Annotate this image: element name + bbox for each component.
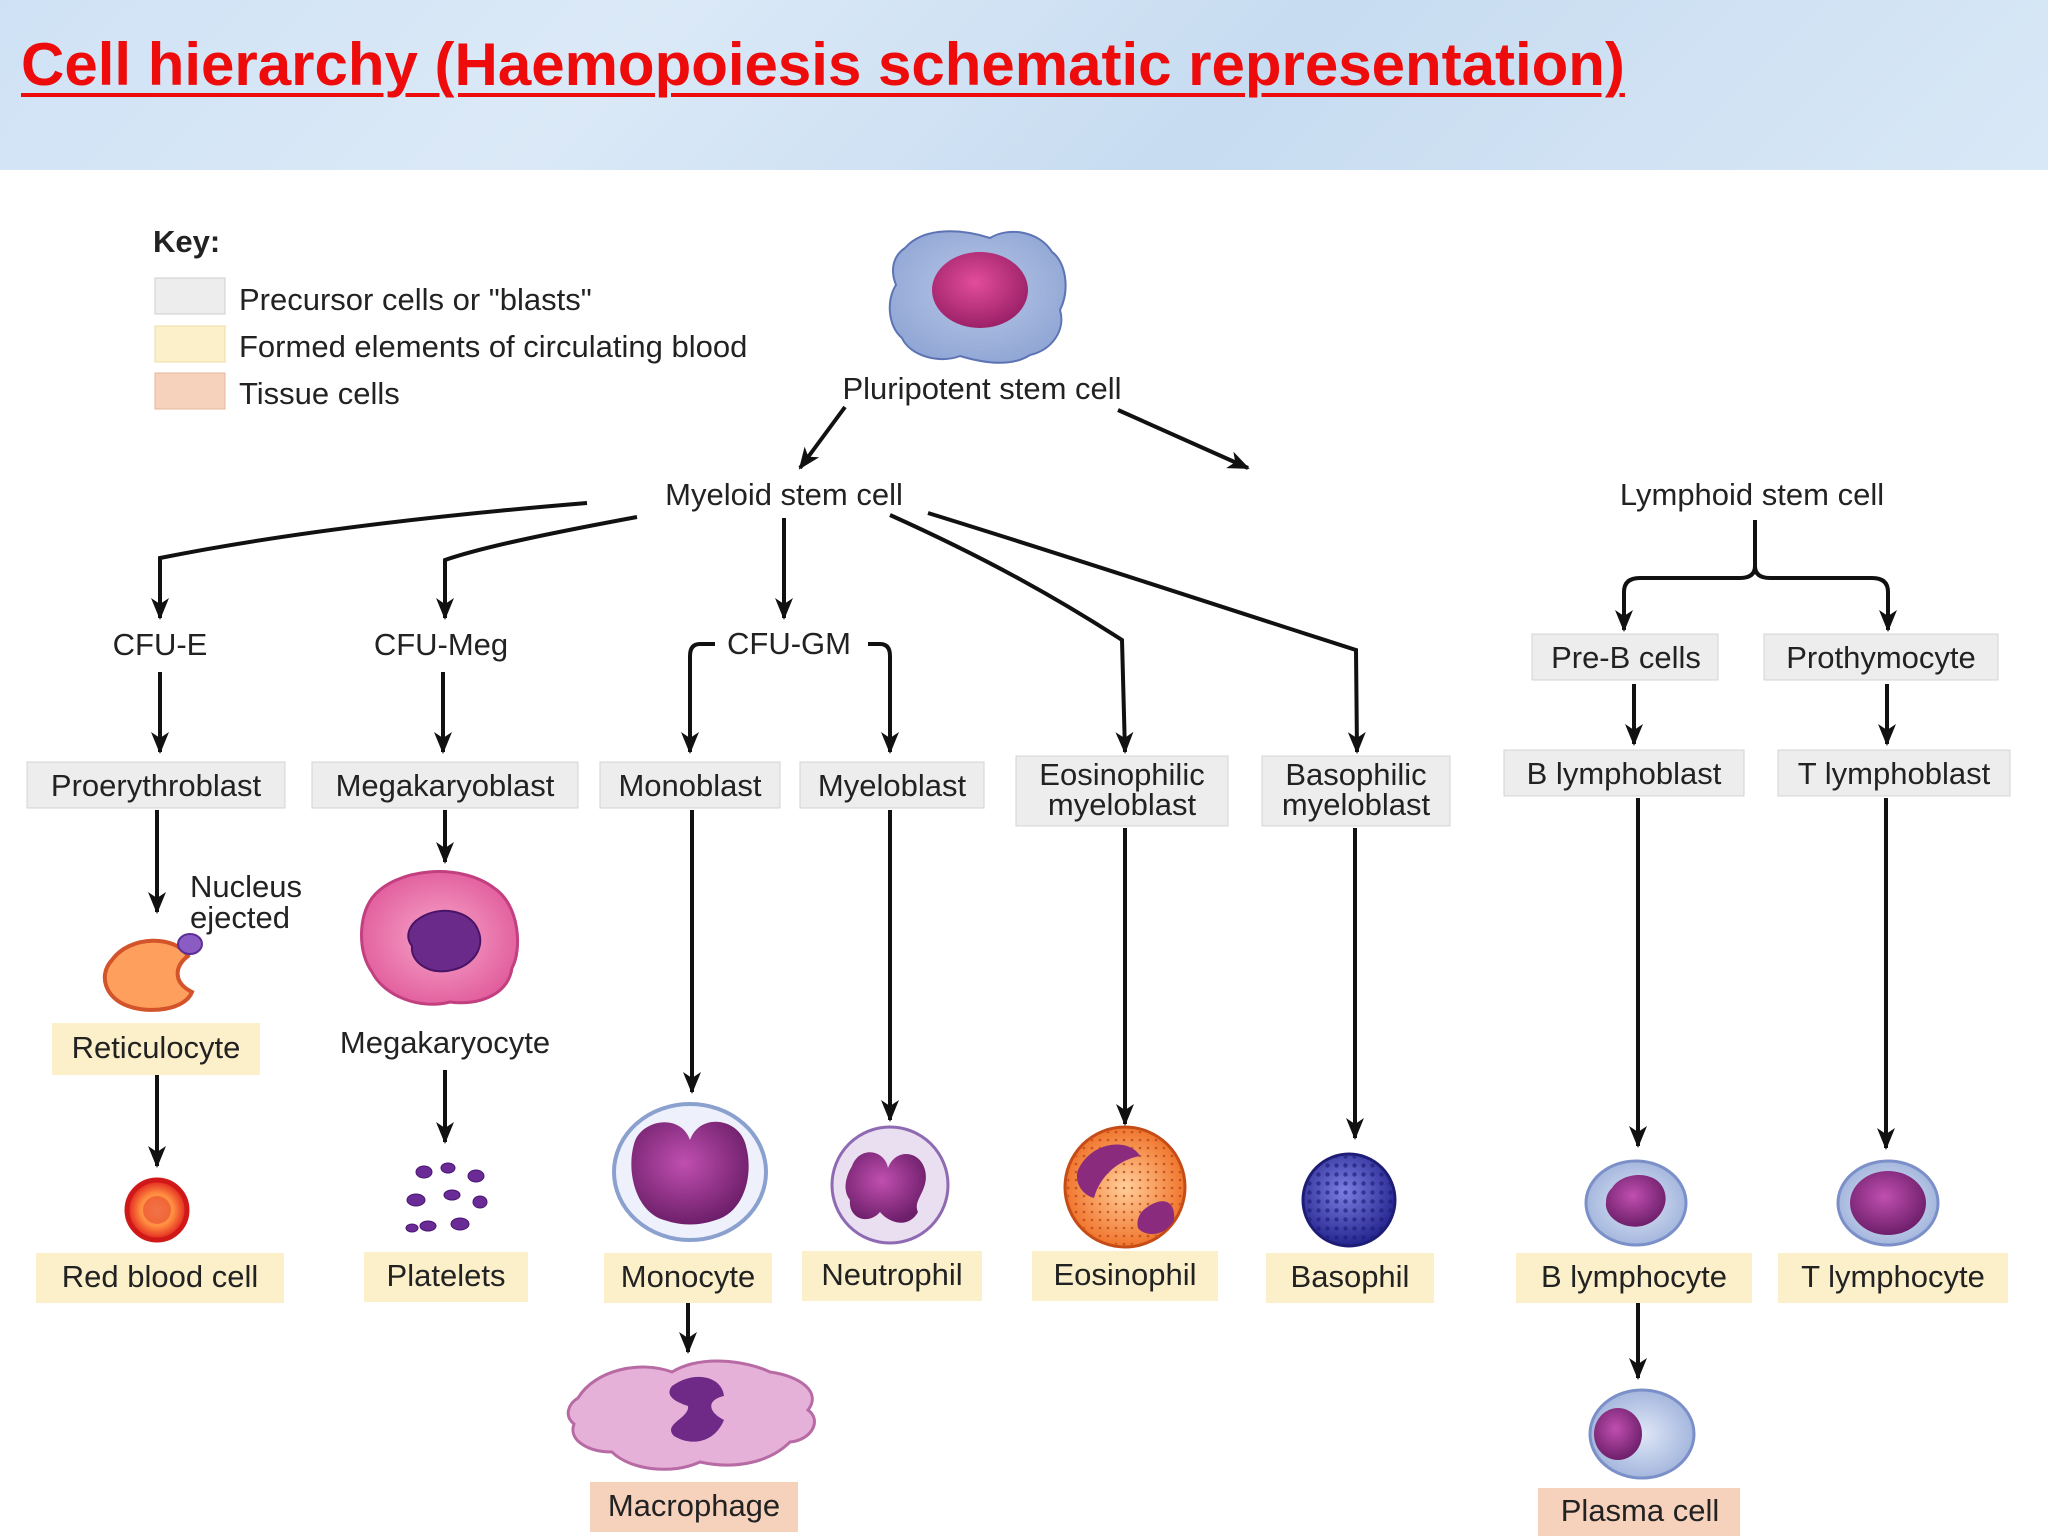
cfu-gm-bracket — [681, 642, 899, 754]
box-monocyte — [604, 1253, 772, 1303]
legend-label-tissue: Tissue cells — [239, 376, 400, 411]
label-myeloid-stem-cell: Myeloid stem cell — [665, 477, 903, 512]
title-banner: Cell hierarchy (Haemopoiesis schematic r… — [0, 0, 2048, 170]
label-basophil: Basophil — [1291, 1259, 1410, 1294]
page-title: Cell hierarchy (Haemopoiesis schematic r… — [21, 31, 1625, 98]
label-megakaryocyte: Megakaryocyte — [340, 1025, 550, 1060]
myeloid-branches — [151, 501, 1366, 754]
label-pre-b-cells: Pre-B cells — [1551, 640, 1701, 675]
label-basophilic-myeloblast-1: Basophilic — [1285, 757, 1426, 792]
label-lymphoid-stem-cell: Lymphoid stem cell — [1620, 477, 1884, 512]
label-monocyte: Monocyte — [621, 1259, 755, 1294]
legend: Key: Precursor cells or "blasts" Formed … — [153, 224, 747, 411]
legend-swatch-tissue — [154, 372, 226, 410]
lymphoid-bracket — [1615, 520, 1897, 632]
label-t-lymphoblast: T lymphoblast — [1798, 756, 1991, 791]
label-eosinophilic-myeloblast-2: myeloblast — [1048, 787, 1197, 822]
reticulocyte-image — [102, 933, 203, 1012]
label-macrophage: Macrophage — [608, 1488, 780, 1523]
box-pre-b-cells — [1531, 633, 1719, 681]
label-eosinophil: Eosinophil — [1053, 1257, 1196, 1292]
label-pluripotent-stem-cell: Pluripotent stem cell — [842, 371, 1121, 406]
box-t-lymphocyte — [1778, 1253, 2008, 1303]
neutrophil-image — [830, 1125, 950, 1245]
box-prothymocyte — [1763, 633, 1999, 681]
label-monoblast: Monoblast — [618, 768, 761, 803]
blast-row: Proerythroblast Megakaryoblast Monoblast… — [26, 749, 2011, 827]
label-b-lymphoblast: B lymphoblast — [1527, 756, 1722, 791]
label-cfu-e: CFU-E — [113, 627, 208, 662]
label-megakaryoblast: Megakaryoblast — [336, 768, 555, 803]
legend-label-formed: Formed elements of circulating blood — [239, 329, 747, 364]
plasma-cell-image — [1588, 1388, 1696, 1480]
box-macrophage — [590, 1482, 798, 1532]
legend-swatch-precursor — [154, 277, 226, 315]
label-cfu-meg: CFU-Meg — [374, 627, 508, 662]
box-reticulocyte — [52, 1023, 260, 1075]
box-plasma-cell — [1538, 1488, 1740, 1536]
label-cfu-gm: CFU-GM — [727, 626, 851, 661]
pluripotent-stem-cell-image — [888, 230, 1067, 364]
label-proerythroblast: Proerythroblast — [51, 768, 262, 803]
ejected-nucleus — [177, 933, 203, 955]
box-b-lymphocyte — [1516, 1253, 1752, 1303]
arrow-pluripotent-to-lymphoid — [1117, 408, 1250, 470]
basophil-image — [1301, 1152, 1397, 1248]
box-eosinophil — [1032, 1251, 1218, 1301]
label-plasma-cell: Plasma cell — [1561, 1493, 1720, 1528]
box-neutrophil — [802, 1251, 982, 1301]
legend-swatch-formed — [154, 325, 226, 363]
label-neutrophil: Neutrophil — [821, 1257, 962, 1292]
eosinophil-image — [1063, 1125, 1187, 1249]
label-myeloblast: Myeloblast — [818, 768, 967, 803]
box-platelets — [364, 1252, 528, 1302]
b-lymphocyte-image — [1584, 1159, 1688, 1247]
box-red-blood-cell — [36, 1253, 284, 1303]
macrophage-image — [566, 1359, 816, 1471]
label-eosinophilic-myeloblast-1: Eosinophilic — [1039, 757, 1204, 792]
arrow-pluripotent-to-myeloid — [798, 405, 847, 470]
label-prothymocyte: Prothymocyte — [1786, 640, 1976, 675]
red-blood-cell-image — [124, 1177, 190, 1243]
label-b-lymphocyte: B lymphocyte — [1541, 1259, 1727, 1294]
label-reticulocyte: Reticulocyte — [72, 1030, 241, 1065]
box-basophil — [1266, 1253, 1434, 1303]
label-red-blood-cell: Red blood cell — [62, 1259, 258, 1294]
label-nucleus-ejected-2: ejected — [190, 900, 290, 935]
label-platelets: Platelets — [387, 1258, 506, 1293]
monocyte-image — [612, 1102, 768, 1242]
t-lymphocyte-image — [1836, 1159, 1940, 1247]
legend-label-precursor: Precursor cells or "blasts" — [239, 282, 592, 317]
label-nucleus-ejected-1: Nucleus — [190, 869, 302, 904]
legend-title: Key: — [153, 224, 220, 259]
megakaryocyte-image — [360, 870, 519, 1006]
platelets-image — [405, 1162, 488, 1233]
lineage-arrows — [148, 798, 1895, 1380]
label-basophilic-myeloblast-2: myeloblast — [1282, 787, 1431, 822]
label-t-lymphocyte: T lymphocyte — [1801, 1259, 1985, 1294]
